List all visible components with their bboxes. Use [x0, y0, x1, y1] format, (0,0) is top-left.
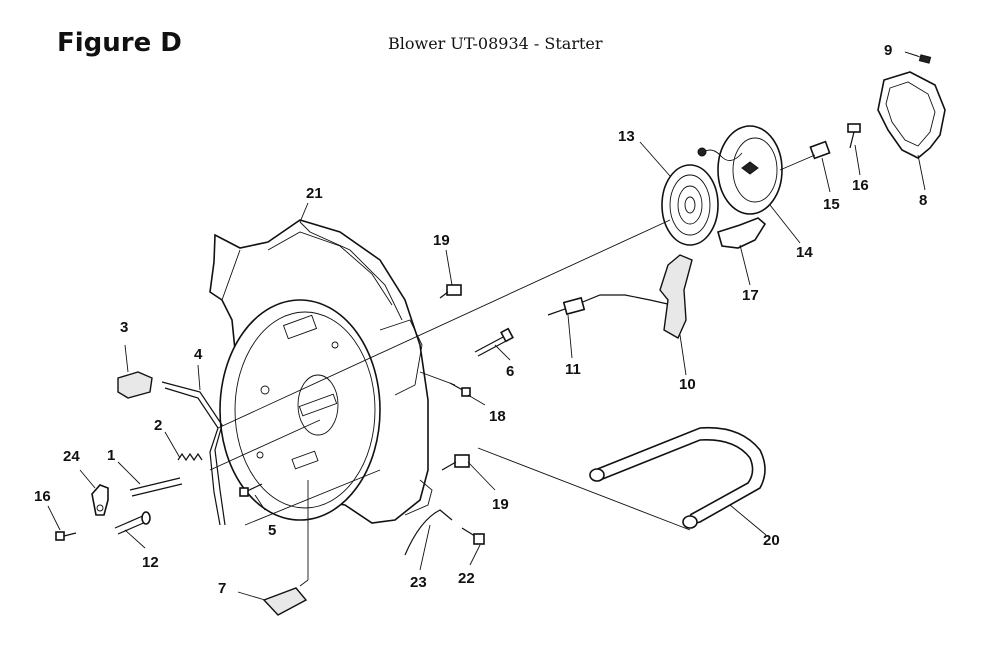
screw-19-top	[439, 284, 462, 299]
pad-7	[262, 587, 308, 616]
callout-5: 5	[268, 522, 276, 539]
callout-19-bottom: 19	[492, 496, 509, 513]
callout-9: 9	[884, 42, 892, 59]
callout-19-top: 19	[433, 232, 450, 249]
pad-3	[117, 371, 153, 399]
callout-16-left: 16	[34, 488, 51, 505]
screw-22	[461, 527, 485, 545]
callout-6: 6	[506, 363, 514, 380]
callout-13: 13	[618, 128, 635, 145]
callout-10: 10	[679, 376, 696, 393]
pin-1	[129, 477, 183, 497]
callout-20: 20	[763, 532, 780, 549]
lever-4	[161, 381, 226, 526]
callout-11: 11	[565, 361, 581, 378]
rope-guide	[717, 217, 767, 249]
screw-16-top	[847, 123, 861, 149]
callout-16-right: 16	[852, 177, 869, 194]
callout-1: 1	[107, 447, 115, 464]
diagram-title: Blower UT-08934 - Starter	[388, 34, 603, 53]
screw-5	[239, 483, 263, 497]
screw-9	[904, 51, 932, 64]
starter-pulley	[697, 125, 783, 215]
screw-18	[449, 382, 471, 397]
figure-label: Figure D	[57, 28, 182, 58]
callout-23: 23	[410, 574, 427, 591]
callout-21: 21	[306, 185, 323, 202]
starter-rope-and-handle	[547, 254, 693, 339]
bolt-6	[474, 327, 514, 357]
callout-7: 7	[218, 580, 226, 597]
pawl-15	[809, 140, 831, 160]
callout-4: 4	[194, 346, 203, 363]
handle-bar	[589, 426, 766, 529]
gasket	[877, 71, 946, 159]
callout-8: 8	[919, 192, 927, 209]
blower-housing	[209, 219, 433, 524]
bracket-24	[91, 484, 109, 516]
callout-14: 14	[796, 244, 813, 261]
callout-24: 24	[63, 448, 80, 465]
callout-17: 17	[742, 287, 759, 304]
callout-labels: 3 4 2 1 24 16 12 5 7 21 19 6 18 19 22 23…	[34, 42, 927, 597]
callout-2: 2	[154, 417, 162, 434]
callout-18: 18	[489, 408, 506, 425]
leader-lines	[47, 51, 926, 601]
callout-3: 3	[120, 319, 128, 336]
spring-2	[177, 452, 203, 462]
pin-12	[114, 511, 151, 535]
callout-12: 12	[142, 554, 159, 571]
callout-22: 22	[458, 570, 475, 587]
callout-15: 15	[823, 196, 840, 213]
wire-23	[404, 509, 453, 556]
screw-16-left	[55, 531, 77, 541]
recoil-spring-assembly	[661, 164, 719, 246]
screw-19-bottom	[441, 454, 470, 471]
